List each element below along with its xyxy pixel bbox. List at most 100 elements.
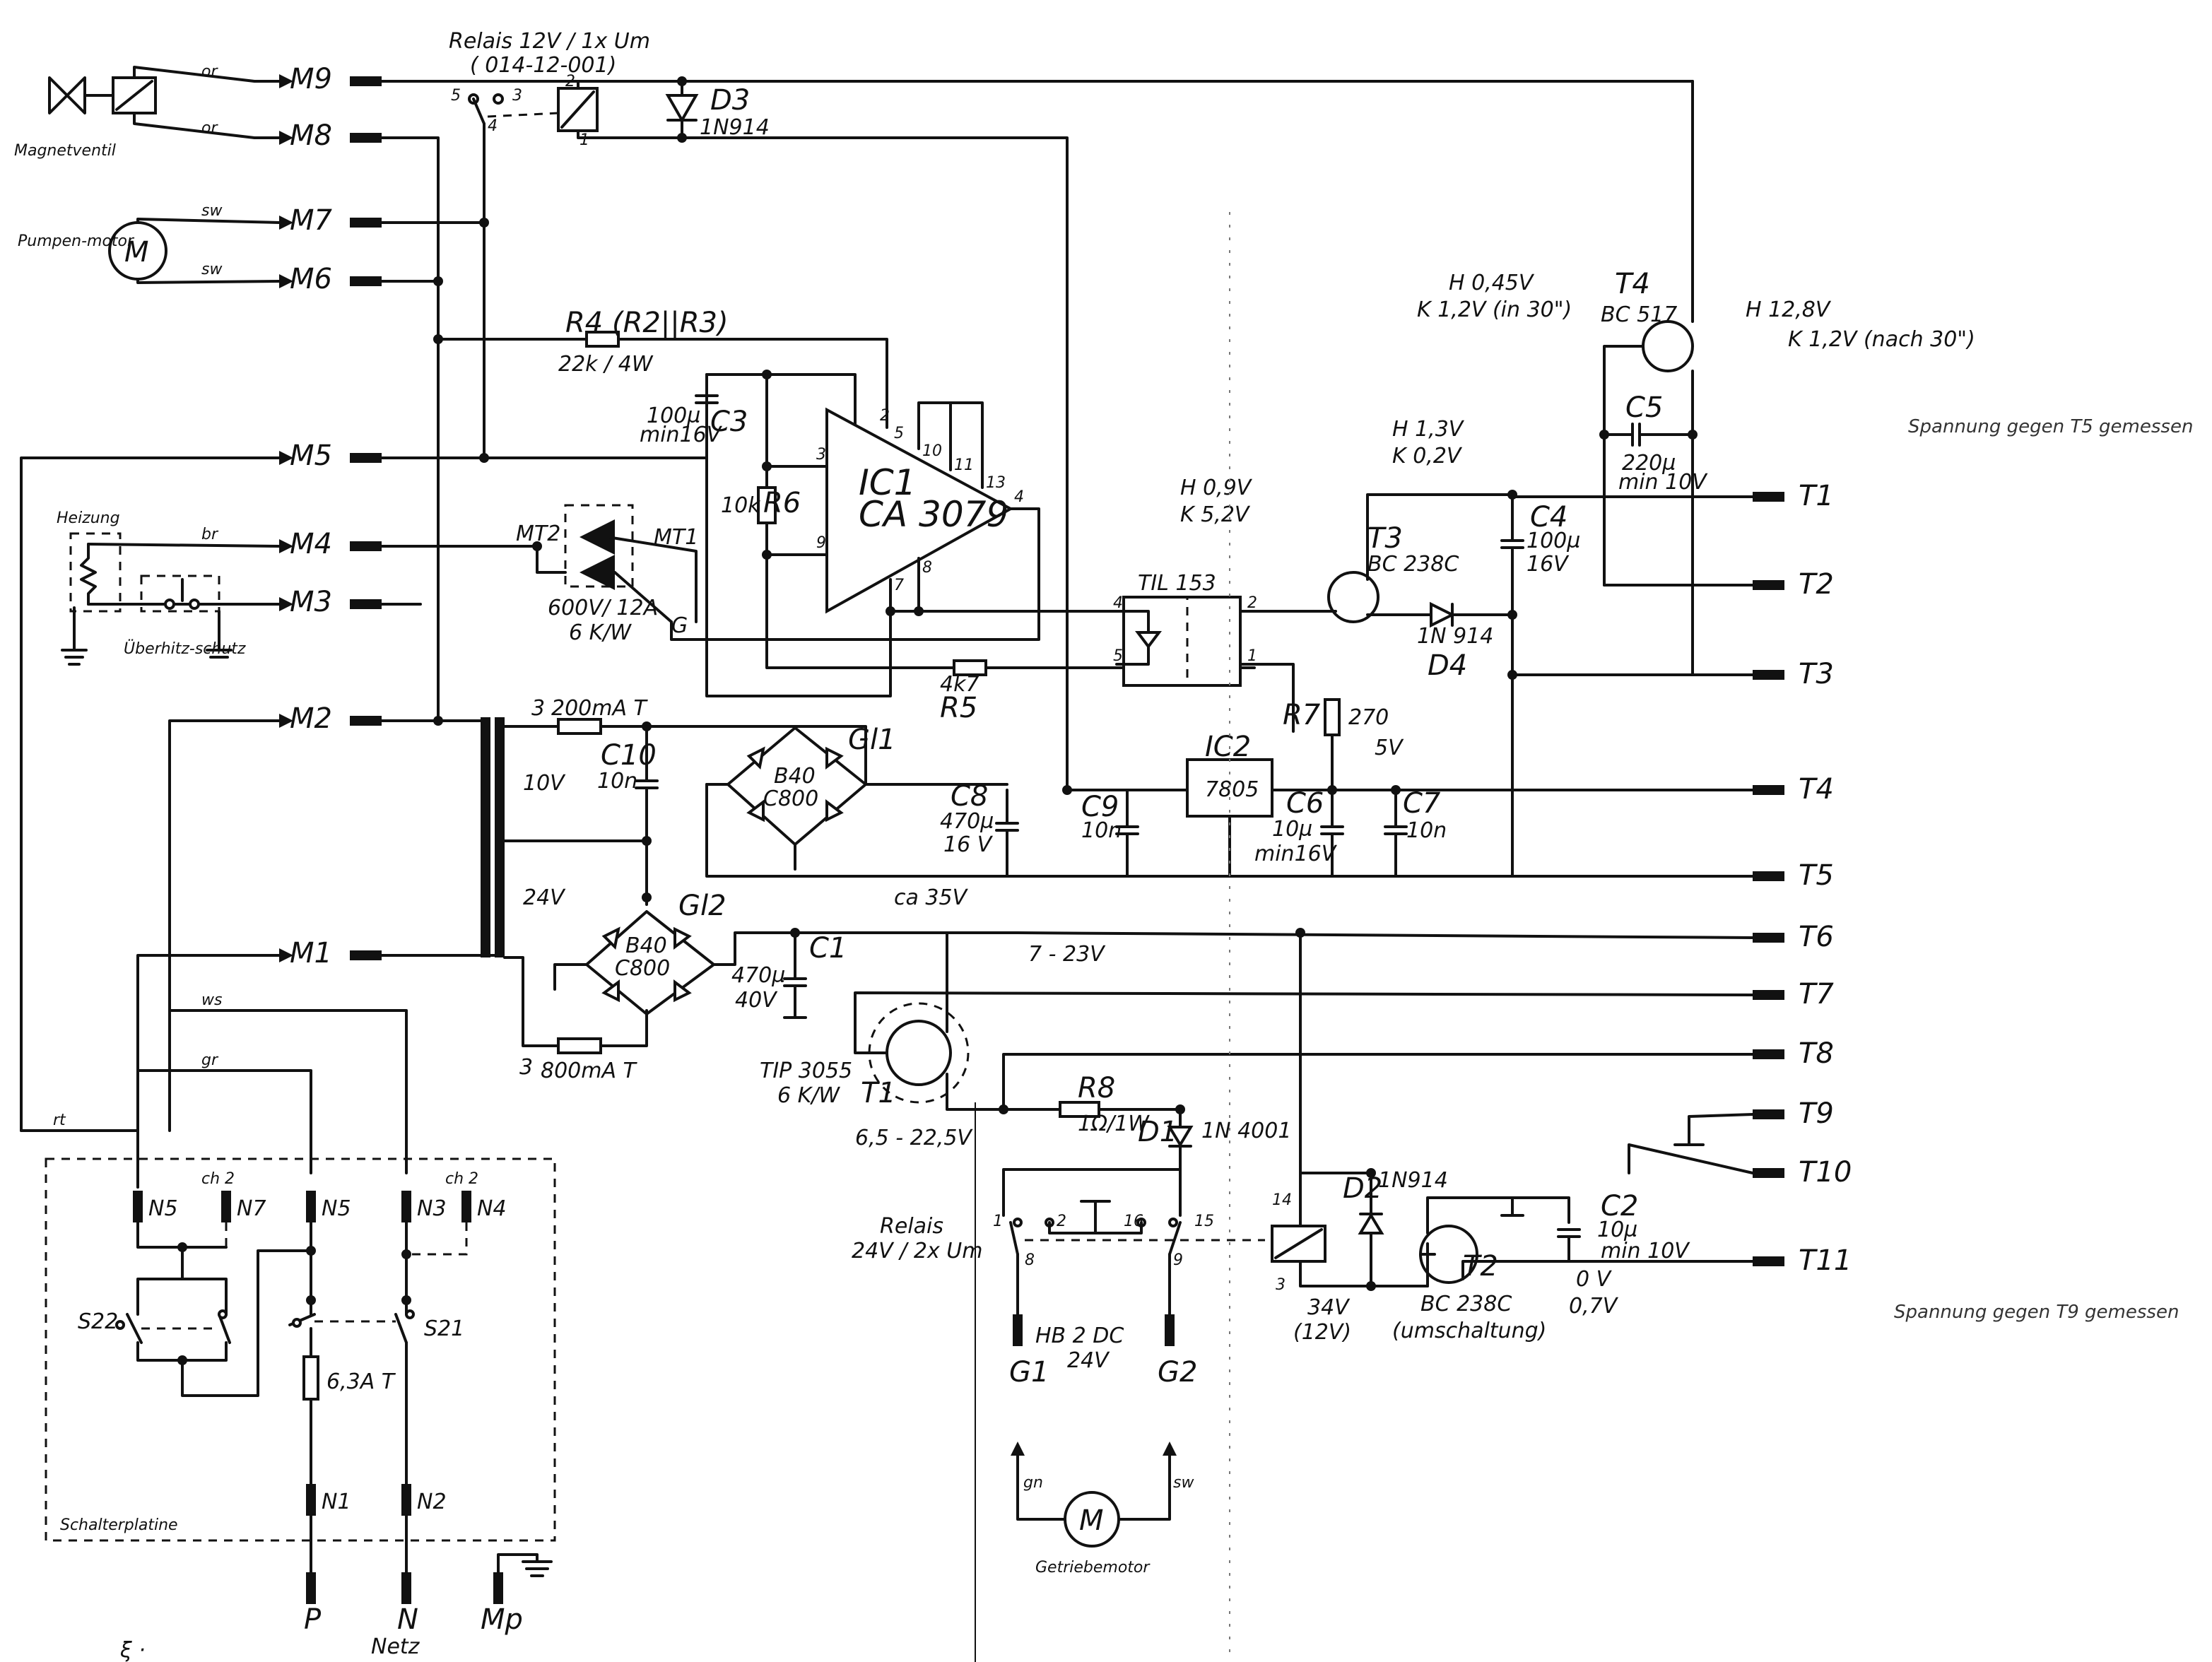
trafo-10v: 10V bbox=[523, 771, 566, 796]
gl1-cap: C800 bbox=[763, 786, 818, 811]
d4-name: D4 bbox=[1428, 649, 1467, 682]
t4-right-h: H 12,8V bbox=[1746, 297, 1832, 322]
main-fuse-label: 6,3A T bbox=[326, 1369, 396, 1394]
gl2-cap: C800 bbox=[615, 956, 670, 981]
ic1-pin4: 4 bbox=[1014, 488, 1024, 506]
c5-rating: min 10V bbox=[1618, 470, 1708, 495]
t2-v-0: 0 V bbox=[1576, 1267, 1613, 1292]
wire-sw-top: sw bbox=[201, 202, 223, 220]
m3-label: M3 bbox=[290, 586, 332, 618]
t4-transistor bbox=[1599, 80, 1698, 676]
t8-label: T8 bbox=[1799, 1037, 1834, 1070]
relay1-pin5: 5 bbox=[451, 87, 461, 105]
relay2-model: HB 2 DC bbox=[1035, 1324, 1124, 1348]
wire-or-top: or bbox=[201, 63, 218, 81]
d1-name: D1 bbox=[1138, 1116, 1177, 1148]
c4-rating: 16V bbox=[1526, 552, 1570, 577]
r8-value: 1Ω/1W bbox=[1078, 1112, 1150, 1136]
relay1-part: ( 014-12-001) bbox=[470, 53, 616, 78]
switch-board bbox=[45, 1157, 556, 1542]
gl2-name: Gl2 bbox=[678, 890, 726, 922]
switch-wiring bbox=[115, 1221, 468, 1485]
fuse-f2-label: 800mA T bbox=[541, 1059, 638, 1083]
triac-g: G bbox=[671, 613, 688, 638]
wire-gr bbox=[136, 1069, 312, 1174]
v7-23-label: 7 - 23V bbox=[1028, 942, 1106, 967]
d4-type: 1N 914 bbox=[1417, 624, 1493, 649]
stray-mark: ξ · bbox=[119, 1638, 146, 1662]
t2-type: BC 238C bbox=[1420, 1292, 1512, 1316]
r4-value: 22k / 4W bbox=[558, 352, 654, 377]
triac-rth: 6 K/W bbox=[569, 620, 632, 645]
c5-name: C5 bbox=[1625, 391, 1663, 424]
t4-left-h: H 0,45V bbox=[1449, 271, 1535, 295]
m4-label: M4 bbox=[290, 528, 332, 560]
v65-label: 6,5 - 22,5V bbox=[855, 1126, 973, 1150]
r5-value: 4k7 bbox=[940, 672, 979, 697]
c2-value: 10µ bbox=[1597, 1218, 1637, 1242]
relay2-pin3: 3 bbox=[1276, 1276, 1286, 1294]
relay1 bbox=[468, 76, 1069, 791]
til-pin4: 4 bbox=[1113, 594, 1123, 612]
pump-motor-icon bbox=[108, 216, 293, 288]
t2-name: T2 bbox=[1463, 1250, 1498, 1283]
fuse-f1-label: 200mA T bbox=[551, 696, 649, 721]
ch2-left-label: ch 2 bbox=[201, 1170, 235, 1188]
c7-name: C7 bbox=[1403, 787, 1441, 820]
til153-optocoupler bbox=[1115, 596, 1316, 733]
t1-rth: 6 K/W bbox=[777, 1083, 840, 1108]
til-name: TIL 153 bbox=[1138, 571, 1216, 596]
c3-name: C3 bbox=[710, 406, 748, 438]
wire-m5 bbox=[20, 456, 281, 1132]
c7-value: 10n bbox=[1406, 818, 1447, 843]
wire-sw-gear-label: sw bbox=[1173, 1474, 1194, 1492]
t5-label: T5 bbox=[1799, 859, 1834, 892]
m8-label: M8 bbox=[290, 119, 332, 152]
r8-name: R8 bbox=[1078, 1072, 1115, 1104]
t3-base-h: H 0,9V bbox=[1180, 476, 1253, 500]
note-t9: Spannung gegen T9 gemessen bbox=[1894, 1302, 2179, 1323]
c8-value: 470µ bbox=[940, 809, 994, 834]
relay1-pin1: 1 bbox=[580, 131, 589, 149]
n4-label: N4 bbox=[477, 1196, 507, 1221]
ic2-name: IC2 bbox=[1205, 731, 1251, 763]
r8-d1 bbox=[1002, 928, 1372, 1217]
g2-label: G2 bbox=[1158, 1356, 1197, 1389]
relay1-pin3: 3 bbox=[512, 87, 522, 105]
ic1-pin8: 8 bbox=[922, 559, 932, 577]
relay2-pin16: 16 bbox=[1124, 1213, 1143, 1230]
t2-v-12: (12V) bbox=[1293, 1320, 1351, 1345]
n1-label: N1 bbox=[322, 1490, 351, 1514]
d3-type: 1N914 bbox=[700, 115, 770, 140]
ic1-pin10: 10 bbox=[922, 442, 942, 460]
bottom-terminals bbox=[306, 1514, 553, 1604]
wire-or-bottom: or bbox=[201, 119, 218, 137]
c2-rating: min 10V bbox=[1601, 1239, 1690, 1263]
triac-mt2: MT2 bbox=[516, 521, 560, 546]
s21-label: S21 bbox=[424, 1316, 464, 1341]
t7-label: T7 bbox=[1799, 978, 1834, 1010]
c1-rating: 40V bbox=[735, 988, 778, 1013]
c3-value: 100µ bbox=[647, 403, 700, 428]
r7-name: R7 bbox=[1283, 699, 1321, 731]
pump-motor-symbol: M bbox=[124, 236, 149, 269]
n5-right-label: N5 bbox=[322, 1196, 351, 1221]
c9-name: C9 bbox=[1081, 791, 1119, 823]
ic1-opamp bbox=[670, 370, 1256, 697]
t10-label: T10 bbox=[1799, 1156, 1852, 1189]
m5-label: M5 bbox=[290, 440, 332, 472]
c1 bbox=[783, 928, 807, 1019]
heater-icon bbox=[61, 532, 293, 666]
t4-right-k: K 1,2V (nach 30") bbox=[1788, 327, 1975, 352]
gl2-type: B40 bbox=[625, 933, 667, 958]
t3-base-k: K 5,2V bbox=[1180, 502, 1251, 527]
ic1-pin5: 5 bbox=[894, 425, 904, 442]
t3-name: T3 bbox=[1367, 522, 1403, 555]
n5-left-label: N5 bbox=[148, 1196, 178, 1221]
wire-m1 bbox=[136, 954, 281, 1189]
magnet-valve-icon bbox=[48, 66, 293, 145]
c6-name: C6 bbox=[1286, 787, 1324, 820]
t1-name: T1 bbox=[861, 1077, 896, 1109]
relay2-title: Relais bbox=[880, 1214, 943, 1239]
